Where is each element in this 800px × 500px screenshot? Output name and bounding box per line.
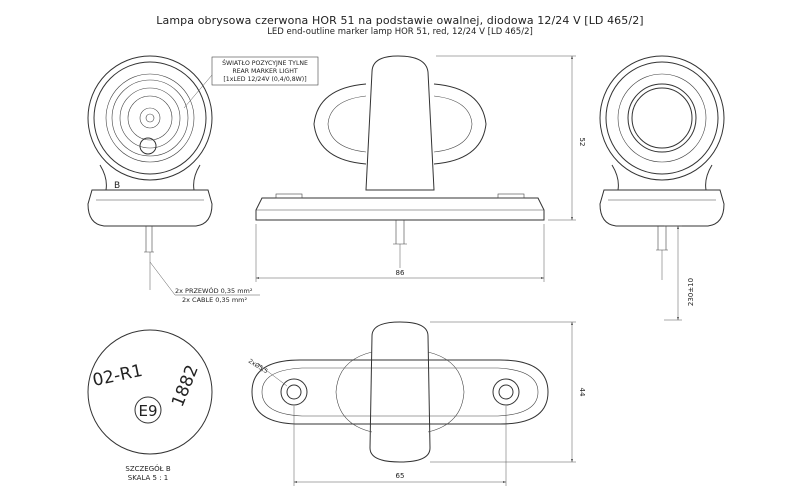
detail-marker-label: B [114, 181, 120, 191]
marker-light-label-box: ŚWIATŁO POZYCYJNE TYLNE REAR MARKER LIGH… [183, 56, 319, 109]
side-view-right: 230±10 [599, 55, 725, 321]
detail-caption-2: SKALA 5 : 1 [128, 474, 169, 482]
dim-width-top: 65 [396, 472, 405, 480]
svg-text:ŚWIATŁO POZYCYJNE TYLNE: ŚWIATŁO POZYCYJNE TYLNE [222, 58, 308, 67]
svg-text:[1xLED 12/24V (0,4/0,8W)]: [1xLED 12/24V (0,4/0,8W)] [223, 76, 306, 83]
detail-e-mark: E9 [138, 402, 157, 420]
side-view-left: B [87, 55, 213, 290]
dim-width-front: 86 [396, 269, 405, 277]
svg-text:2x CABLE 0,35 mm²: 2x CABLE 0,35 mm² [182, 296, 247, 304]
detail-b-view: 02-R1 E9 1882 SZCZEGÓŁ B SKALA 5 : 1 [87, 329, 213, 482]
e-mark-circle [134, 396, 162, 424]
detail-caption-1: SZCZEGÓŁ B [125, 464, 170, 473]
dim-cable-length: 230±10 [687, 278, 695, 306]
drawing-title-en: LED end-outline marker lamp HOR 51, red,… [267, 27, 533, 37]
front-view: 86 52 [255, 55, 586, 282]
e-mark-small [139, 137, 157, 155]
dim-height-top: 44 [578, 388, 586, 397]
svg-text:REAR MARKER LIGHT: REAR MARKER LIGHT [232, 68, 298, 75]
cable-note: 2x PRZEWÓD 0,35 mm² 2x CABLE 0,35 mm² [149, 261, 260, 304]
svg-text:2x PRZEWÓD 0,35 mm²: 2x PRZEWÓD 0,35 mm² [175, 286, 253, 295]
dim-height-front: 52 [578, 138, 586, 147]
top-view: 2xØ5,5 65 44 [247, 321, 586, 486]
detail-number: 1882 [168, 362, 203, 410]
detail-arc-text: 02-R1 [91, 361, 144, 391]
drawing-title-pl: Lampa obrysowa czerwona HOR 51 na podsta… [156, 14, 644, 27]
